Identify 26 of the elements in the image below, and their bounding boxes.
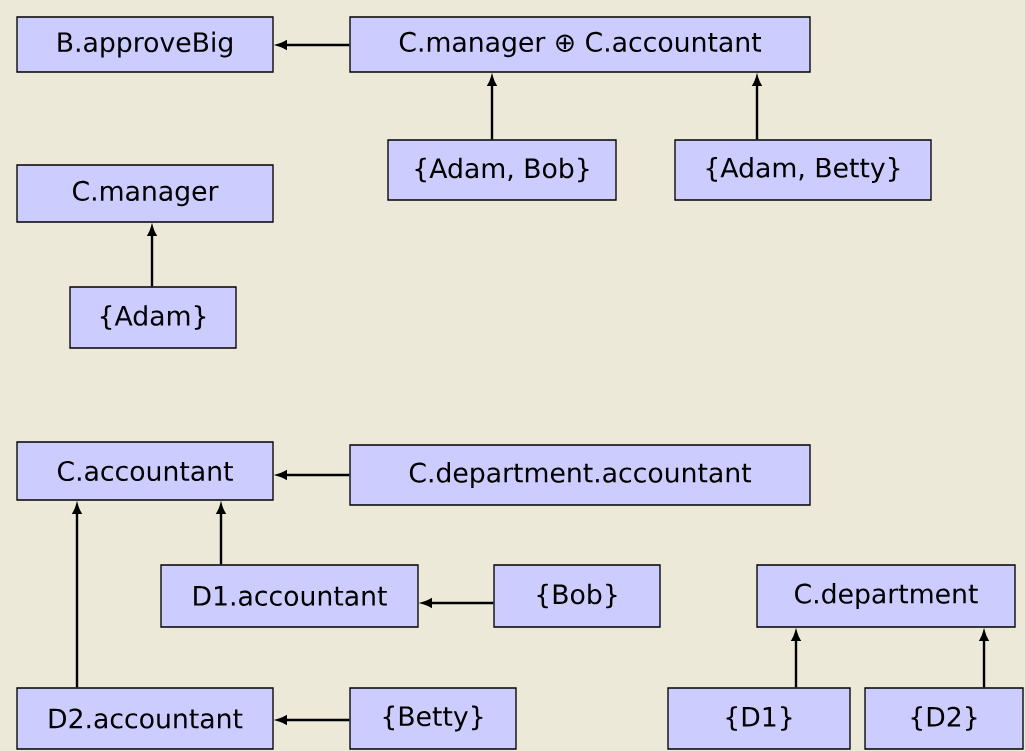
arrow <box>422 598 494 608</box>
arrow <box>72 504 82 688</box>
label-box: {Adam} <box>69 286 237 349</box>
label-box: {Bob} <box>493 564 661 628</box>
label-box: C.accountant <box>16 441 274 501</box>
label-box: C.manager ⊕ C.accountant <box>349 16 811 73</box>
label-box: C.department <box>756 564 1016 628</box>
arrow <box>277 40 350 50</box>
label-box: {Betty} <box>349 687 517 750</box>
arrow <box>752 76 762 140</box>
arrow <box>487 76 497 140</box>
arrow <box>277 470 350 480</box>
label-box: {Adam, Bob} <box>387 139 617 201</box>
label-box: B.approveBig <box>16 16 274 73</box>
label-box: {Adam, Betty} <box>674 139 932 201</box>
arrow <box>277 715 350 725</box>
arrow <box>216 504 226 565</box>
arrow <box>979 631 989 688</box>
arrow <box>147 226 157 287</box>
label-box: D1.accountant <box>160 564 419 628</box>
label-box: C.department.accountant <box>349 444 811 506</box>
label-box: {D2} <box>864 687 1024 750</box>
label-box: C.manager <box>16 164 274 223</box>
arrow <box>791 631 801 688</box>
label-box: {D1} <box>667 687 851 750</box>
label-box: D2.accountant <box>16 687 274 750</box>
